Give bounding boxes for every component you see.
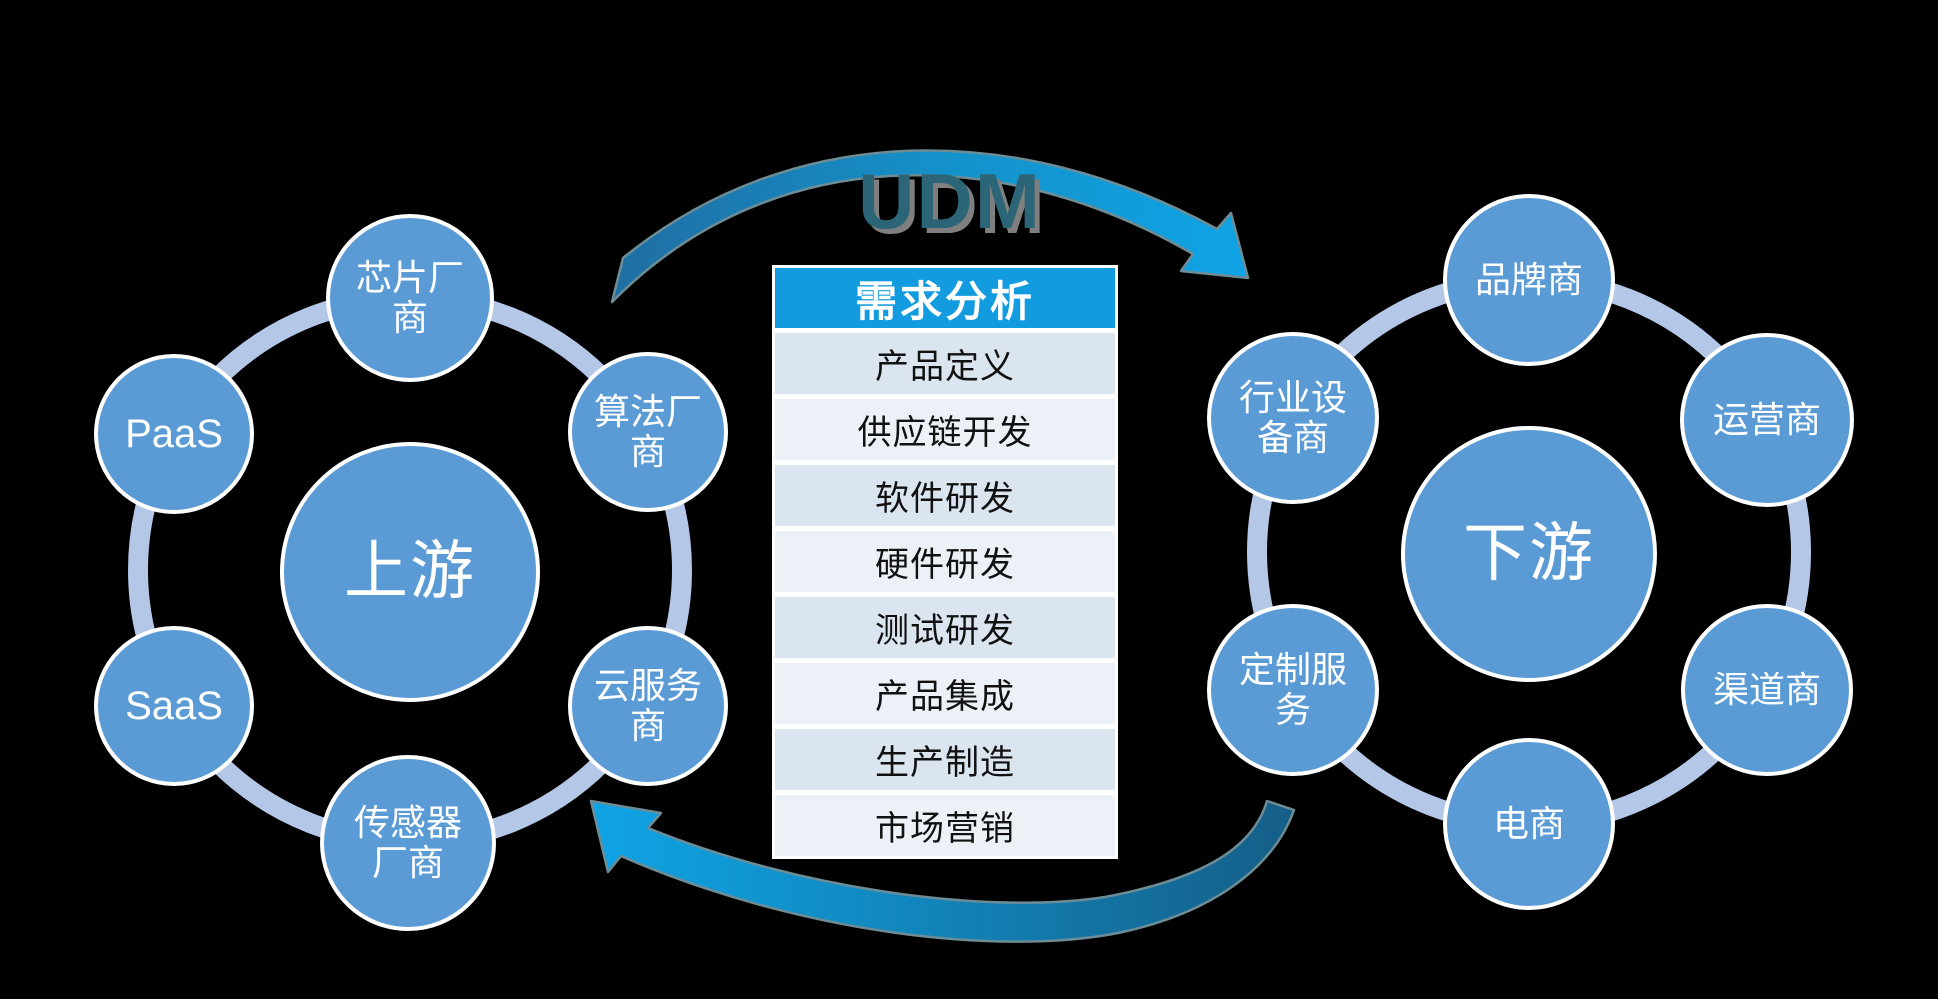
hub-downstream: 下游 xyxy=(1401,426,1657,682)
sat-paas: PaaS xyxy=(94,354,254,514)
process-table: 需求分析 产品定义 供应链开发 软件研发 硬件研发 测试研发 产品集成 生产制造… xyxy=(772,265,1118,859)
sat-industry-equipment-vendor: 行业设 备商 xyxy=(1207,332,1379,504)
process-step: 产品定义 xyxy=(775,333,1115,394)
sat-brand-vendor: 品牌商 xyxy=(1443,194,1615,366)
process-step: 产品集成 xyxy=(775,663,1115,724)
process-step: 测试研发 xyxy=(775,597,1115,658)
sat-algorithm-vendor: 算法厂 商 xyxy=(568,352,728,512)
process-step: 生产制造 xyxy=(775,729,1115,790)
sat-sensor-vendor: 传感器 厂商 xyxy=(320,755,496,931)
sat-ecommerce: 电商 xyxy=(1443,738,1615,910)
process-step: 硬件研发 xyxy=(775,531,1115,592)
sat-cloud-service-vendor: 云服务 商 xyxy=(568,626,728,786)
flow-arrow-downstream-to-upstream xyxy=(589,799,1296,943)
process-table-header: 需求分析 xyxy=(775,268,1115,328)
process-step: 市场营销 xyxy=(775,795,1115,856)
sat-chip-vendor: 芯片厂 商 xyxy=(326,214,494,382)
sat-channel-vendor: 渠道商 xyxy=(1681,604,1853,776)
process-step: 供应链开发 xyxy=(775,399,1115,460)
sat-custom-service: 定制服 务 xyxy=(1207,604,1379,776)
sat-saas: SaaS xyxy=(94,626,254,786)
udm-title: UDM xyxy=(858,157,1042,245)
hub-upstream: 上游 xyxy=(280,442,540,702)
flow-arrow-upstream-to-downstream xyxy=(610,149,1250,304)
process-step: 软件研发 xyxy=(775,465,1115,526)
sat-telecom-operator: 运营商 xyxy=(1680,333,1854,507)
